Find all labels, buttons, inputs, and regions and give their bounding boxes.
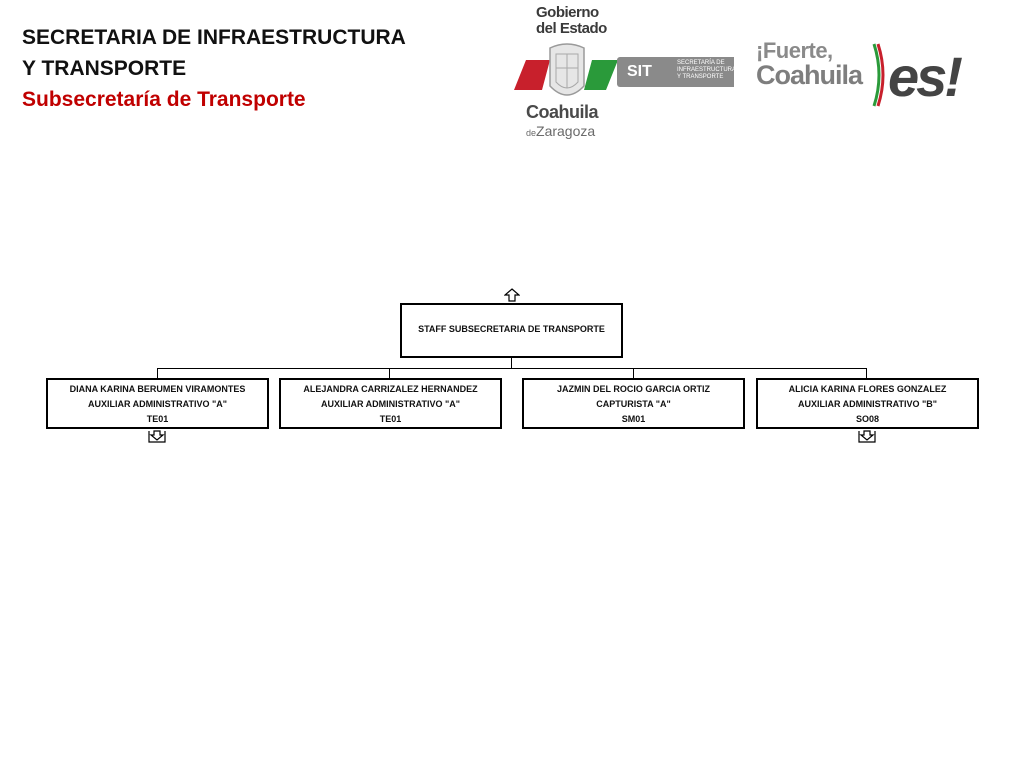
- subtitle: Subsecretaría de Transporte: [22, 88, 306, 111]
- gobierno-coahuila-logo: Gobierno del Estado Coahuila deZaragoza: [512, 4, 622, 142]
- logo-text-del-estado: del Estado: [536, 20, 607, 37]
- member-name: DIANA KARINA BERUMEN VIRAMONTES: [69, 384, 246, 394]
- member-position: AUXILIAR ADMINISTRATIVO "A": [87, 399, 228, 409]
- org-member-box-2: ALEJANDRA CARRIZALEZ HERNANDEZ AUXILIAR …: [279, 378, 502, 429]
- title-line-2: Y TRANSPORTE: [22, 57, 187, 80]
- campaign-text-fuerte: ¡Fuerte,: [756, 38, 833, 63]
- org-root-title: STAFF SUBSECRETARIA DE TRANSPORTE: [418, 324, 605, 334]
- member-code: SO08: [855, 414, 879, 424]
- logo-text-coahuila: Coahuila: [526, 102, 599, 122]
- campaign-text-es: es!: [888, 45, 963, 108]
- arrow-down-icon: [858, 430, 876, 443]
- sit-acronym: SIT: [627, 63, 652, 80]
- title-line-1: SECRETARIA DE INFRAESTRUCTURA: [22, 26, 406, 49]
- member-code: TE01: [146, 414, 169, 424]
- sit-logo: SIT SECRETARÍA DE INFRAESTRUCTURA Y TRAN…: [617, 57, 736, 87]
- org-member-box-3: JAZMIN DEL ROCIO GARCIA ORTIZ CAPTURISTA…: [522, 378, 745, 429]
- member-code: SM01: [621, 414, 646, 424]
- org-member-box-4: ALICIA KARINA FLORES GONZALEZ AUXILIAR A…: [756, 378, 979, 429]
- connector-child-3: [633, 368, 634, 378]
- flag-stripe-icon: [872, 43, 885, 107]
- connector-child-4: [866, 368, 867, 378]
- arrow-down-icon: [148, 430, 166, 443]
- coat-of-arms-icon: [514, 43, 618, 96]
- connector-child-2: [389, 368, 390, 378]
- arrow-up-icon: [504, 288, 520, 302]
- org-root-box: STAFF SUBSECRETARIA DE TRANSPORTE: [400, 303, 623, 358]
- member-code: TE01: [379, 414, 402, 424]
- connector-child-1: [157, 368, 158, 378]
- connector-root-down: [511, 358, 512, 368]
- member-name: ALEJANDRA CARRIZALEZ HERNANDEZ: [303, 384, 478, 394]
- member-name: JAZMIN DEL ROCIO GARCIA ORTIZ: [557, 384, 710, 394]
- member-position: AUXILIAR ADMINISTRATIVO "B": [797, 399, 938, 409]
- member-name: ALICIA KARINA FLORES GONZALEZ: [788, 384, 947, 394]
- logo-text-zaragoza: deZaragoza: [526, 123, 596, 139]
- member-position: AUXILIAR ADMINISTRATIVO "A": [320, 399, 461, 409]
- logo-text-gobierno: Gobierno: [536, 4, 599, 21]
- org-member-box-1: DIANA KARINA BERUMEN VIRAMONTES AUXILIAR…: [46, 378, 269, 429]
- connector-horizontal: [157, 368, 867, 369]
- fuerte-coahuila-logo: ¡Fuerte, Coahuila es!: [756, 38, 986, 110]
- sit-full-name: SECRETARÍA DE INFRAESTRUCTURA Y TRANSPOR…: [677, 60, 736, 80]
- member-position: CAPTURISTA "A": [596, 399, 671, 409]
- page-title: SECRETARIA DE INFRAESTRUCTURA Y TRANSPOR…: [22, 22, 406, 115]
- campaign-text-coahuila: Coahuila: [756, 60, 863, 90]
